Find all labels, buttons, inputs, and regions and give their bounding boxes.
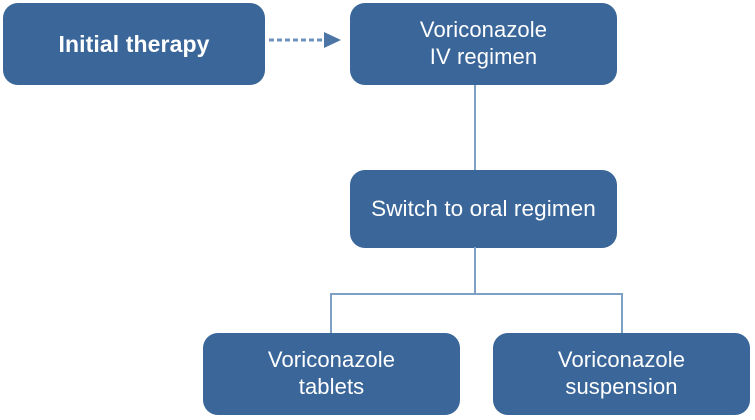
node-switch-to-oral-regimen[interactable]: Switch to oral regimen — [350, 170, 617, 248]
node-voriconazole-suspension[interactable]: Voriconazole suspension — [493, 333, 750, 415]
node-voriconazole-iv-regimen[interactable]: Voriconazole IV regimen — [350, 3, 617, 85]
node-initial-therapy[interactable]: Initial therapy — [3, 3, 265, 85]
node-switch-to-oral-regimen-label: Switch to oral regimen — [371, 196, 596, 222]
connector-branch-to-tablets — [330, 293, 332, 334]
node-initial-therapy-label: Initial therapy — [58, 30, 210, 57]
arrow-initial-to-iv — [268, 31, 344, 49]
node-voriconazole-tablets[interactable]: Voriconazole tablets — [203, 333, 460, 415]
connector-switch-branch-stem — [474, 247, 476, 295]
node-voriconazole-suspension-label: Voriconazole suspension — [557, 347, 686, 399]
node-voriconazole-iv-regimen-label: Voriconazole IV regimen — [419, 17, 548, 69]
node-voriconazole-tablets-label: Voriconazole tablets — [267, 347, 396, 399]
dashed-arrow-icon — [269, 32, 341, 48]
connector-branch-to-suspension — [621, 293, 623, 334]
connector-iv-to-switch — [474, 85, 476, 171]
connector-branch-bar — [330, 293, 623, 295]
